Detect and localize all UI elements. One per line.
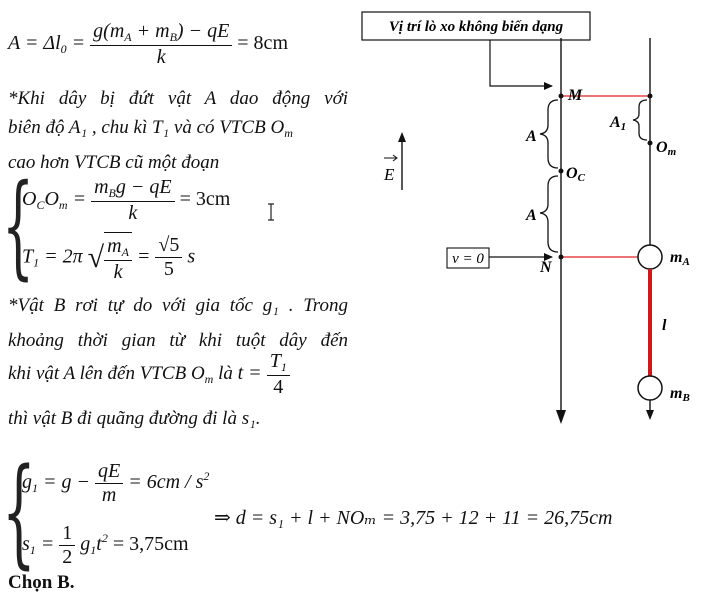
- label-A1: A1: [609, 114, 626, 133]
- text-cursor-icon: [267, 203, 274, 221]
- pointer-arrow: [489, 40, 553, 90]
- spring-position-label: Vị trí lò xo không biến dạng: [389, 19, 564, 35]
- velocity-box: [446, 247, 490, 269]
- label-E-vector-head: [392, 154, 398, 162]
- paragraph-oscillation: *Khi dây bị đứt vật A dao động với biên …: [8, 84, 348, 177]
- field-E-arrowhead: [398, 132, 406, 142]
- point-N: [558, 254, 564, 260]
- mass-B: [637, 375, 663, 401]
- label-A-bottom: A: [525, 207, 537, 224]
- shift-equation: OCOm = mBg − qE k = 3cm: [22, 176, 231, 224]
- text-line: cao hơn VTCB cũ một đoạn: [8, 152, 220, 173]
- text-line-time: khi vật A lên đến VTCB Om là t = T1 4: [8, 350, 290, 399]
- mass-B-fall-arrowhead: [646, 410, 654, 420]
- text-line: *Khi dây bị đứt vật A dao động với: [8, 88, 348, 109]
- left-brace-system-1: {: [2, 161, 35, 291]
- amplitude-fraction: g(mA + mB) − qE k: [90, 20, 233, 69]
- point-Om: [647, 140, 653, 146]
- left-axis-arrowhead: [556, 410, 566, 424]
- point-A1-top: [647, 93, 653, 99]
- point-M: [558, 93, 564, 99]
- label-N: N: [539, 259, 553, 276]
- text-line: *Vật B rơi tự do với gia tốc g₁ . Trong: [8, 295, 348, 316]
- text-line-distance: thì vật B đi quãng đường đi là s₁.: [8, 408, 261, 429]
- label-mA: mA: [670, 249, 690, 268]
- label-E: E: [383, 165, 395, 184]
- brace-A-bottom: [539, 175, 559, 253]
- brace-A-top: [539, 99, 559, 169]
- left-brace-system-2: {: [2, 442, 36, 580]
- label-Oc: OC: [566, 165, 586, 184]
- paragraph-free-fall: *Vật B rơi tự do với gia tốc g₁ . Trong …: [8, 291, 348, 355]
- answer-label: Chọn B.: [8, 572, 75, 593]
- brace-A1: [632, 99, 648, 141]
- point-Oc: [558, 168, 564, 174]
- label-mB: mB: [670, 385, 690, 404]
- t-fraction: T1 4: [266, 350, 290, 399]
- label-A-top: A: [525, 128, 537, 145]
- label-Om: Om: [656, 139, 677, 158]
- label-l: l: [662, 317, 667, 334]
- label-v0: v = 0: [452, 251, 484, 267]
- mass-A: [637, 244, 663, 270]
- text-line: biên độ A₁ , chu kì T₁ và có VTCB Om: [8, 117, 293, 140]
- text-line: khoảng thời gian từ khi tuột dây đến: [8, 330, 348, 351]
- label-M: M: [567, 87, 583, 104]
- amplitude-equation: A = Δl0 = g(mA + mB) − qE k = 8cm: [8, 20, 288, 69]
- spring-position-box: [361, 11, 591, 41]
- final-distance-equation: ⇒ d = s₁ + l + NOₘ = 3,75 + 12 + 11 = 26…: [214, 507, 613, 529]
